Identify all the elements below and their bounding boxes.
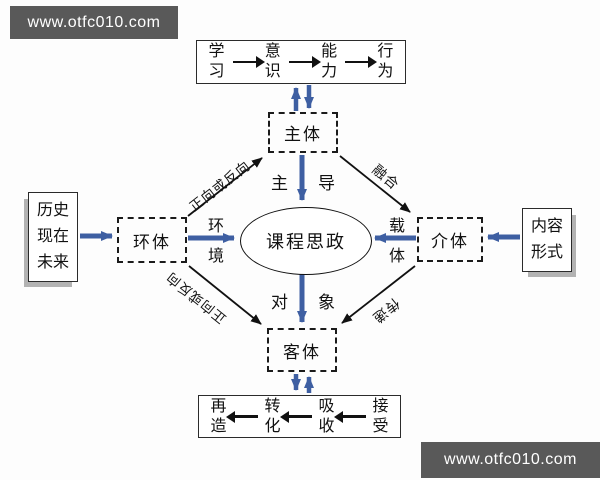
- top-chain-item: 能力: [321, 43, 338, 80]
- edge-label-forward-reverse-bottom: 正向或反向: [163, 269, 229, 327]
- edge-label-environment: 环 境: [206, 212, 226, 266]
- bottom-chain-item: 接受: [372, 397, 389, 435]
- left-box-line: 未来: [36, 253, 69, 271]
- arrow-left-icon: [279, 411, 312, 422]
- watermark-top: www.otfc010.com: [10, 6, 178, 39]
- right-box-line: 内容: [530, 218, 563, 236]
- node-environment: 环体: [117, 217, 187, 263]
- edge-label-forward-reverse-top: 正向或反向: [186, 157, 254, 215]
- edge-label-char: 体: [388, 248, 405, 265]
- node-medium: 介体: [417, 217, 483, 262]
- arrow-right-icon: [232, 56, 265, 68]
- edge-label-lead: 主 导: [271, 169, 335, 194]
- node-subject: 主体: [268, 112, 338, 153]
- edge-label-char: 象: [318, 293, 335, 312]
- top-chain-box: 学习 意识 能力 行为: [196, 40, 406, 84]
- right-content-box: 内容 形式: [522, 208, 572, 272]
- edge-label-char: 载: [388, 218, 405, 235]
- bottom-chain-item: 再造: [210, 397, 227, 435]
- edge-label-fusion: 融合: [368, 162, 402, 194]
- top-chain-item: 意识: [264, 43, 281, 80]
- top-chain-item: 学习: [208, 43, 225, 80]
- left-box-line: 历史: [36, 202, 69, 220]
- top-chain-item: 行为: [377, 43, 394, 80]
- edge-label-char: 主: [271, 174, 288, 193]
- edge-label-char: 境: [207, 248, 224, 265]
- edge-label-char: 环: [207, 218, 224, 235]
- left-history-box: 历史 现在 未来: [28, 192, 78, 282]
- watermark-bottom: www.otfc010.com: [421, 442, 600, 478]
- edge-label-char: 导: [318, 174, 335, 193]
- edge-label-carrier: 载 体: [387, 212, 407, 266]
- edge-label-target: 对 象: [271, 288, 335, 313]
- arrow-right-icon: [288, 56, 321, 68]
- edge-label-transfer: 传递: [368, 294, 402, 326]
- bottom-chain-item: 吸收: [318, 397, 335, 435]
- right-box-line: 形式: [530, 244, 563, 261]
- bottom-chain-box: 再造 转化 吸收 接受: [198, 395, 401, 438]
- edge-label-char: 对: [271, 293, 288, 312]
- arrow-left-icon: [225, 411, 258, 422]
- node-object: 客体: [267, 328, 337, 372]
- bottom-chain-item: 转化: [264, 397, 281, 435]
- arrow-right-icon: [345, 56, 378, 68]
- left-box-line: 现在: [36, 228, 69, 246]
- center-ellipse: 课程思政: [240, 207, 372, 275]
- arrow-left-icon: [333, 411, 366, 422]
